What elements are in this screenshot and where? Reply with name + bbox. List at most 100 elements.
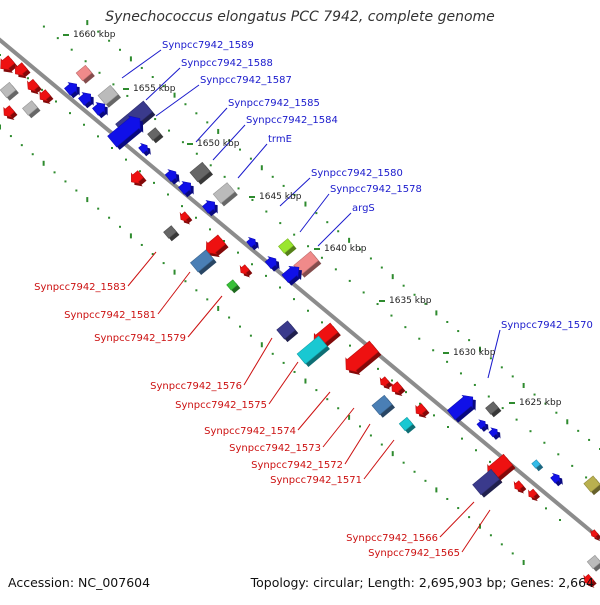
- gene-arrow: [415, 403, 430, 418]
- gene-label-reverse: Synpcc7942_1573: [229, 443, 321, 454]
- tick-mark: [125, 158, 127, 161]
- gene-arrow: [15, 62, 31, 79]
- gene-arrow: [485, 401, 502, 418]
- leader-line: [243, 337, 273, 386]
- tick-mark: [251, 263, 253, 266]
- tick-mark: [533, 393, 536, 396]
- tick-mark: [479, 346, 481, 352]
- gene-arrow: [513, 480, 527, 494]
- gene-arrow: [296, 335, 330, 367]
- tick-mark: [315, 389, 318, 392]
- tick-mark: [119, 48, 121, 51]
- tick-mark: [489, 460, 491, 463]
- gene-label-forward: Synpcc7942_1578: [330, 184, 422, 195]
- tick-mark: [271, 175, 274, 178]
- tick-mark: [380, 266, 383, 269]
- tick-mark: [108, 216, 111, 219]
- tick-mark: [307, 309, 309, 312]
- tick-mark: [293, 193, 296, 196]
- tick-mark: [500, 543, 503, 546]
- gene-arrow: [64, 82, 80, 99]
- gene-arrow: [276, 320, 299, 343]
- gene-arrow: [239, 264, 253, 278]
- kbp-label: 1625 kbp: [519, 398, 562, 408]
- tick-mark: [479, 523, 481, 529]
- gene-arrow: [281, 265, 302, 286]
- tick-mark: [304, 201, 307, 207]
- tick-mark: [86, 20, 89, 26]
- tick-mark: [359, 248, 361, 251]
- gene-arrow: [590, 529, 600, 542]
- tick-mark: [228, 139, 231, 142]
- tick-mark: [228, 316, 231, 319]
- gene-arrow: [3, 105, 18, 120]
- tick-mark: [119, 225, 121, 228]
- gene-label-forward: trmE: [268, 134, 292, 145]
- tick-mark: [181, 141, 184, 144]
- gene-arrow: [528, 488, 540, 502]
- gene-arrow: [278, 238, 297, 257]
- gene-label-reverse: Synpcc7942_1575: [175, 400, 267, 411]
- tick-mark: [126, 94, 129, 97]
- tick-mark: [349, 344, 351, 347]
- tick-mark: [321, 321, 323, 324]
- tick-mark: [97, 135, 99, 138]
- tick-mark: [522, 559, 525, 565]
- tick-mark: [588, 438, 591, 441]
- gene-label-reverse: Synpcc7942_1565: [368, 548, 460, 559]
- tick-mark: [0, 54, 1, 56]
- gene-arrow: [391, 381, 406, 396]
- tick-mark: [362, 291, 365, 294]
- tick-mark: [337, 230, 340, 233]
- leader-line: [187, 295, 223, 338]
- tick-mark: [369, 434, 372, 437]
- topology-text: Topology: circular; Length: 2,695,903 bp…: [250, 575, 594, 590]
- tick-mark: [282, 184, 285, 187]
- tick-mark: [42, 25, 45, 28]
- tick-mark: [223, 240, 225, 242]
- tick-mark: [515, 418, 518, 421]
- gene-arrow: [178, 181, 194, 198]
- tick-mark: [293, 370, 296, 373]
- tick-mark: [468, 516, 471, 519]
- gene-arrow: [202, 200, 218, 217]
- tick-mark: [457, 330, 460, 333]
- gene-arrow: [22, 100, 41, 119]
- gene-label-forward: argS: [352, 203, 375, 214]
- tick-mark: [140, 243, 143, 246]
- tick-mark: [167, 193, 169, 196]
- tick-mark: [337, 407, 340, 410]
- tick-dots-layer: [0, 20, 600, 565]
- tick-mark: [112, 83, 115, 86]
- leader-line: [487, 329, 501, 379]
- tick-mark: [377, 367, 379, 370]
- tick-mark: [511, 552, 514, 555]
- tick-mark: [279, 222, 282, 225]
- tick-mark: [53, 171, 56, 174]
- tick-mark: [209, 164, 212, 167]
- tick-mark: [457, 507, 460, 510]
- leader-line: [322, 407, 355, 448]
- gene-label-reverse: Synpcc7942_1572: [251, 460, 343, 471]
- tick-mark: [391, 451, 394, 457]
- tick-mark: [206, 121, 209, 124]
- gene-label-forward: Synpcc7942_1585: [228, 98, 320, 109]
- gene-label-reverse: Synpcc7942_1571: [270, 475, 362, 486]
- map-title: Synechococcus elongatus PCC 7942, comple…: [105, 9, 495, 25]
- tick-mark: [98, 71, 101, 74]
- tick-mark: [282, 361, 285, 364]
- tick-mark: [237, 251, 239, 254]
- tick-mark: [432, 349, 435, 352]
- gene-arrow: [205, 234, 229, 258]
- leader-line: [461, 509, 491, 553]
- tick-mark: [566, 419, 569, 425]
- tick-mark: [162, 85, 165, 88]
- tick-mark: [265, 210, 268, 213]
- leader-line: [363, 439, 395, 480]
- tick-mark: [405, 391, 407, 394]
- tick-mark: [153, 181, 155, 184]
- tick-mark: [571, 464, 574, 467]
- leader-lines-layer: [63, 34, 515, 553]
